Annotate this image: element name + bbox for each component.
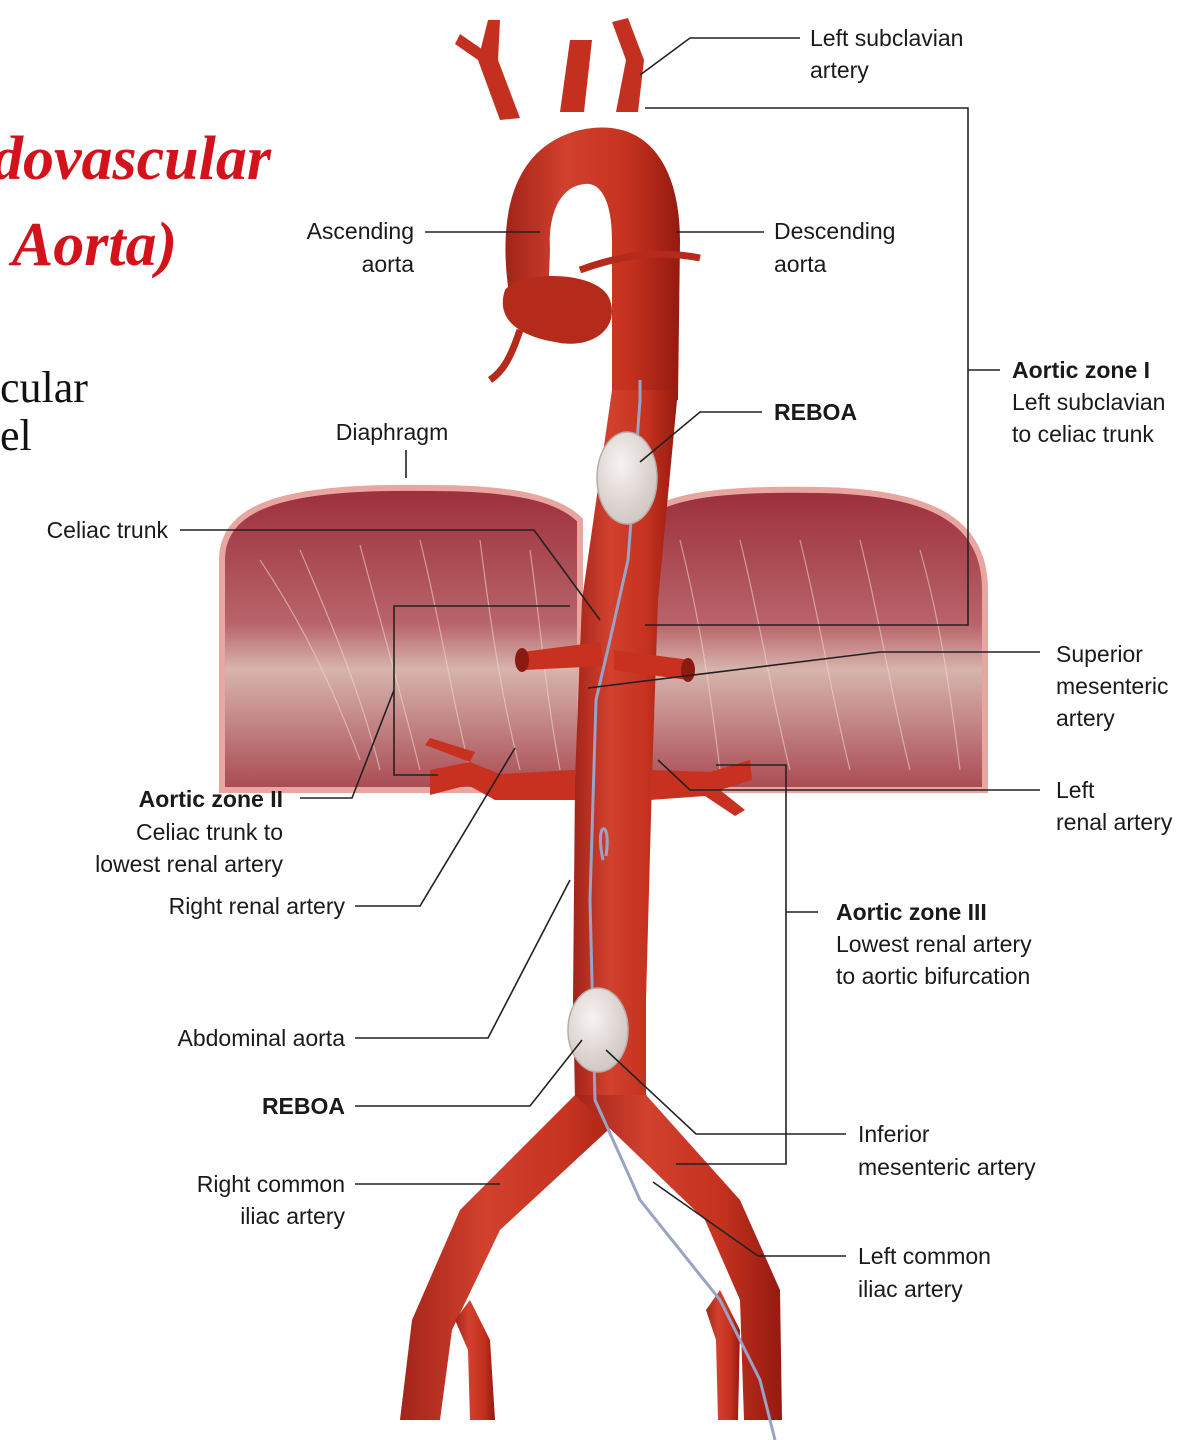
label-ascending-2: aorta <box>362 251 415 277</box>
iliac-arteries <box>400 1095 782 1420</box>
label-left-subclavian-1: Left subclavian <box>810 25 963 51</box>
label-sma-2: mesenteric <box>1056 673 1168 699</box>
label-zone-1-title: Aortic zone I <box>1012 357 1150 383</box>
reboa-balloon-lower <box>568 988 628 1072</box>
label-left-iliac-1: Left common <box>858 1243 991 1269</box>
label-diaphragm: Diaphragm <box>336 419 449 445</box>
label-right-renal: Right renal artery <box>169 893 346 919</box>
label-ascending-1: Ascending <box>307 218 414 244</box>
label-ima-1: Inferior <box>858 1121 930 1147</box>
label-descending-1: Descending <box>774 218 895 244</box>
label-zone-1-desc-2: to celiac trunk <box>1012 421 1154 447</box>
label-reboa-lower: REBOA <box>262 1093 345 1119</box>
label-left-renal-2: renal artery <box>1056 809 1173 835</box>
label-zone-2-title: Aortic zone II <box>139 786 283 812</box>
label-reboa-upper: REBOA <box>774 399 857 425</box>
label-ima-2: mesenteric artery <box>858 1154 1036 1180</box>
label-zone-1-desc-1: Left subclavian <box>1012 389 1165 415</box>
label-abdominal-aorta: Abdominal aorta <box>178 1025 346 1051</box>
leader-reboa-lower <box>355 1040 582 1106</box>
label-zone-2-desc-2: lowest renal artery <box>95 851 283 877</box>
leader-abdominal <box>355 880 570 1038</box>
leader-left-subclavian <box>640 38 800 75</box>
label-right-iliac-1: Right common <box>197 1171 345 1197</box>
label-left-iliac-2: iliac artery <box>858 1276 963 1302</box>
label-sma-3: artery <box>1056 705 1115 731</box>
reboa-balloon-upper <box>597 432 657 524</box>
label-zone-3-desc-2: to aortic bifurcation <box>836 963 1030 989</box>
label-right-iliac-2: iliac artery <box>240 1203 345 1229</box>
label-left-subclavian-2: artery <box>810 57 869 83</box>
label-zone-2-desc-1: Celiac trunk to <box>136 819 283 845</box>
label-zone-3-title: Aortic zone III <box>836 899 987 925</box>
label-descending-2: aorta <box>774 251 827 277</box>
label-zone-3-desc-1: Lowest renal artery <box>836 931 1032 957</box>
bracket-zone-3 <box>676 765 786 1164</box>
label-celiac-trunk: Celiac trunk <box>47 517 169 543</box>
arch-branches <box>455 18 644 120</box>
label-sma-1: Superior <box>1056 641 1143 667</box>
label-left-renal-1: Left <box>1056 777 1095 803</box>
